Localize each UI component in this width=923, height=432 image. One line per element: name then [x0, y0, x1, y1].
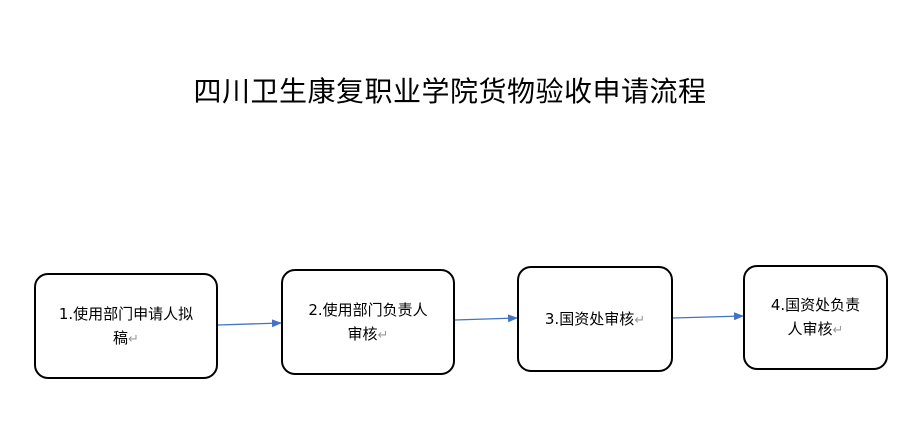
step-box-2: 2.使用部门负责人 审核↵: [281, 269, 455, 375]
step-4-line-2-wrap: 人审核↵: [771, 317, 860, 342]
paragraph-mark: ↵: [377, 327, 389, 343]
step-text-1: 1.使用部门申请人拟 稿↵: [59, 302, 193, 351]
step-1-line-2-wrap: 稿↵: [59, 326, 193, 351]
step-text-3: 3.国资处审核↵: [545, 307, 645, 332]
paragraph-mark: ↵: [128, 331, 139, 347]
step-text-4: 4.国资处负责 人审核↵: [771, 293, 860, 342]
step-1-line-1: 1.使用部门申请人拟: [58, 304, 194, 323]
step-1-line-2: 稿: [113, 328, 129, 347]
step-text-2: 2.使用部门负责人 审核↵: [308, 298, 427, 347]
arrow-1-to-2: [217, 319, 282, 328]
step-box-3: 3.国资处审核↵: [517, 266, 673, 372]
paragraph-mark: ↵: [832, 323, 844, 339]
step-box-1: 1.使用部门申请人拟 稿↵: [34, 273, 218, 379]
diagram-title: 四川卫生康复职业学院货物验收申请流程: [193, 75, 707, 108]
arrow-3-to-4: [672, 312, 744, 321]
step-2-line-2-wrap: 审核↵: [308, 322, 427, 347]
step-2-line-2: 审核: [347, 324, 378, 343]
step-box-4: 4.国资处负责 人审核↵: [743, 265, 888, 370]
step-4-line-2: 人审核: [787, 320, 833, 339]
step-4-line-1: 4.国资处负责: [770, 296, 861, 315]
step-3-line-1: 3.国资处审核: [544, 309, 635, 328]
step-2-line-1: 2.使用部门负责人: [308, 300, 428, 319]
arrow-2-to-3: [454, 314, 518, 323]
step-3-line-1-wrap: 3.国资处审核↵: [545, 307, 645, 332]
paragraph-mark: ↵: [634, 312, 646, 328]
